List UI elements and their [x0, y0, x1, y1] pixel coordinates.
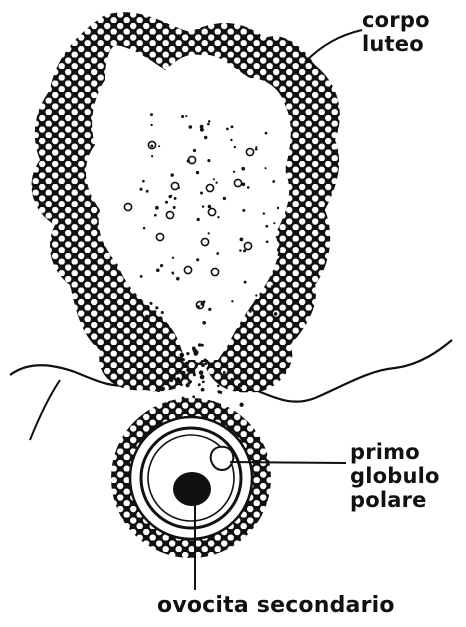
label-primo-line-2: globulo — [350, 464, 440, 488]
leader-line-primo-globulo — [230, 462, 346, 463]
polar-body-icon — [211, 447, 234, 470]
label-ovocita-secondario: ovocita secondario — [157, 594, 395, 618]
label-corpo-luteo: corpo luteo — [362, 8, 430, 56]
label-primo-globulo-polare: primo globulo polare — [350, 440, 440, 512]
label-primo-line-3: polare — [350, 488, 440, 512]
label-corpo-line-1: corpo — [362, 8, 430, 32]
nucleus — [173, 472, 211, 506]
label-corpo-line-2: luteo — [362, 32, 430, 56]
label-primo-line-1: primo — [350, 440, 440, 464]
